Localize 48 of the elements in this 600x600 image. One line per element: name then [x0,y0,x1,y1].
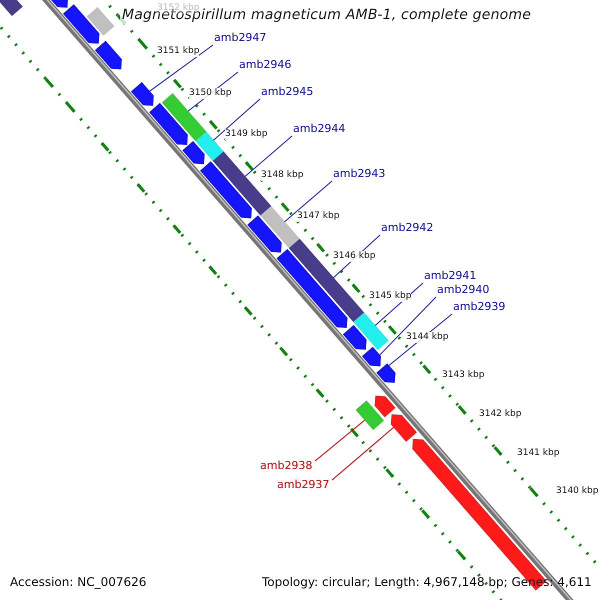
tick-label: 3140 kbp [556,486,598,497]
tick-label: 3146 kbp [333,251,376,262]
gene-label: amb2943 [333,167,386,180]
gene-feature [374,396,396,418]
tick-label: 3142 kbp [479,409,522,420]
gene-feature [130,82,154,106]
gene-feature [200,161,252,218]
gene-label: amb2944 [293,122,346,135]
leader-line [314,420,366,462]
gene-feature [356,400,384,430]
gene-feature [353,312,389,350]
gene-feature [195,132,224,162]
gene-feature [94,40,122,70]
gene-label: amb2941 [424,269,476,282]
gene-feature [0,0,23,16]
tick-label: 3141 kbp [517,448,560,459]
gene-feature [86,7,114,36]
tick-label: 3145 kbp [369,291,412,302]
gene-feature [247,215,282,253]
tick-label: 3143 kbp [442,370,484,381]
tick-label: 3149 kbp [225,129,268,140]
tick-label: 3144 kbp [406,332,448,343]
gene-feature [362,346,381,366]
gene-label: amb2937 [277,478,330,491]
leader-line [284,180,332,222]
gene-feature [376,363,396,383]
gene-feature [182,140,205,164]
leader-line [379,296,436,356]
gene-label: amb2945 [261,85,314,98]
gene-label: amb2940 [437,283,490,296]
gene-label: amb2942 [381,221,434,234]
leader-line [213,98,260,141]
leader-line [149,44,214,92]
gene-feature [62,4,100,44]
leader-line [332,426,394,480]
gene-label: amb2939 [453,300,506,313]
tick-label: 3151 kbp [157,46,200,57]
tick-label: 3147 kbp [297,211,340,222]
tick-label: 3150 kbp [189,88,232,99]
gene-feature [342,324,367,350]
accession-text: Accession: NC_007626 [10,575,146,590]
gene-label: amb2938 [260,459,312,472]
leader-line [244,136,292,177]
gene-feature [390,414,417,442]
gene-feature [149,102,188,145]
gene-label: amb2947 [214,31,266,44]
tick-label: 3148 kbp [261,170,304,181]
gene-label: amb2946 [239,58,292,71]
